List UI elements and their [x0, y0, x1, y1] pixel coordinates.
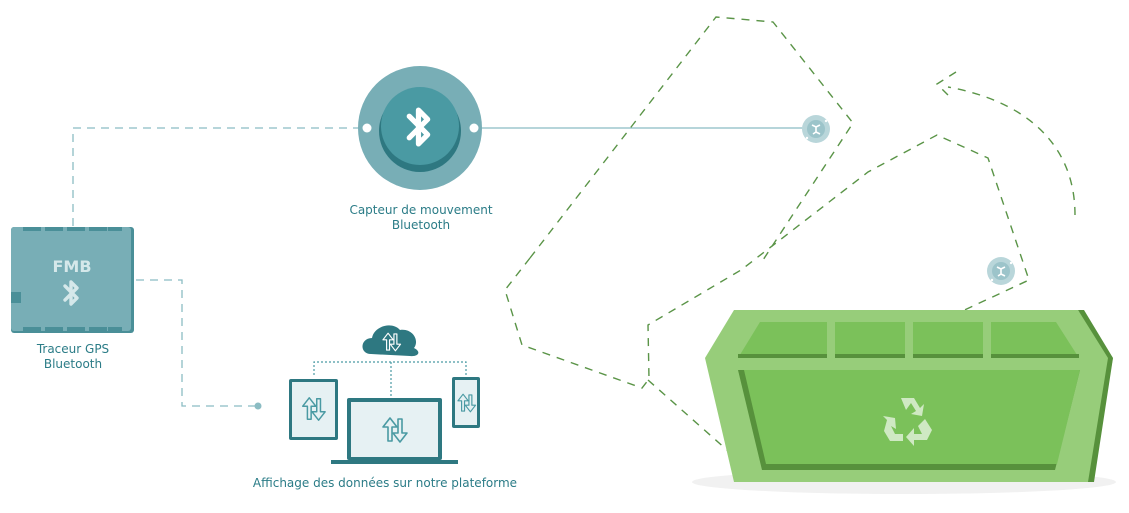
phone-device: [452, 377, 480, 428]
gps-label-line2: Bluetooth: [43, 357, 103, 371]
sensor-label-line2: Bluetooth: [391, 218, 451, 232]
motion-sensor-label: Capteur de mouvement Bluetooth: [326, 203, 516, 233]
connector-endpoint: [254, 402, 262, 410]
gps-label-line1: Traceur GPS: [36, 342, 110, 356]
tablet-device: [289, 379, 338, 440]
gps-tracker-device: FMB: [11, 227, 134, 333]
connector-gps-to-platform: [136, 279, 256, 407]
gps-tracker-label: Traceur GPS Bluetooth: [18, 342, 128, 372]
cloud-sync-icon: [362, 325, 419, 357]
sensor-label-line1: Capteur de mouvement: [349, 203, 493, 217]
gps-chip-text: FMB: [52, 257, 91, 276]
route-path: [504, 16, 1076, 451]
connector-gps-to-sensor: [72, 127, 360, 226]
recycling-container: [692, 310, 1116, 494]
laptop-device: [331, 398, 458, 464]
recycle-icon: [883, 398, 932, 446]
sensor-marker-bottom: [986, 256, 1016, 286]
motion-sensor-device: [358, 66, 482, 190]
platform-label: Affichage des données sur notre platefor…: [252, 476, 518, 490]
sensor-marker-top: [801, 114, 831, 144]
platform-links: [313, 361, 467, 396]
